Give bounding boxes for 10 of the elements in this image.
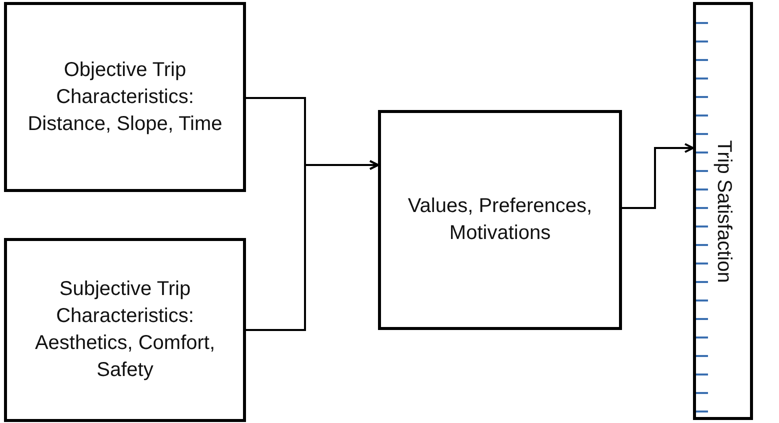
node-label: Trip Satisfaction <box>712 140 734 282</box>
node-label: Values, Preferences, Motivations <box>406 194 594 246</box>
arrow <box>246 160 379 331</box>
scale-box <box>693 2 753 420</box>
process-box <box>4 238 246 422</box>
arrow <box>622 143 694 209</box>
process-box <box>378 110 622 330</box>
process-box <box>4 2 246 192</box>
node-label: Subjective Trip Characteristics: Aesthetics, Comfort, Safety <box>34 277 216 383</box>
node-label: Objective Trip Characteristics: Distance, Slope, Time <box>26 58 224 136</box>
